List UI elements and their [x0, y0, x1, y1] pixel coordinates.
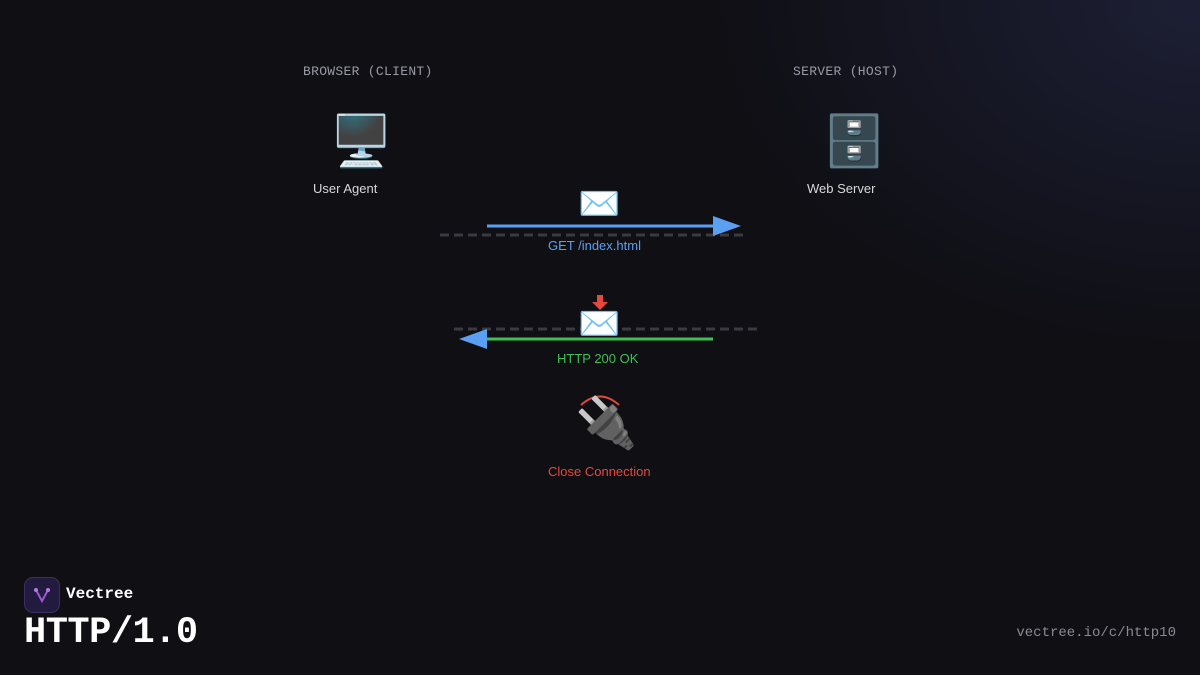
plug-icon: 🔌 [575, 394, 638, 452]
down-arrow-icon [592, 295, 608, 310]
request-label: GET /index.html [548, 238, 641, 253]
response-arrow-head [459, 329, 487, 349]
server-column-heading: SERVER (HOST) [793, 64, 899, 79]
close-signal-arc [580, 395, 620, 406]
brand-name: Vectree [66, 585, 134, 603]
request-arrow-head [713, 216, 741, 236]
vectree-logo [24, 577, 60, 613]
response-label: HTTP 200 OK [557, 351, 639, 366]
page-title: HTTP/1.0 [24, 612, 198, 654]
close-connection-label: Close Connection [548, 464, 651, 479]
client-node-label: User Agent [313, 181, 378, 196]
desktop-computer-icon: 🖥️ [330, 112, 393, 170]
vectree-logo-mark [34, 588, 50, 604]
server-node-label: Web Server [807, 181, 876, 196]
incoming-envelope-icon: ✉️ [578, 304, 621, 344]
client-column-heading: BROWSER (CLIENT) [303, 64, 433, 79]
footer-url[interactable]: vectree.io/c/http10 [1016, 625, 1176, 641]
envelope-icon: ✉️ [578, 184, 621, 224]
file-cabinet-icon: 🗄️ [823, 112, 886, 170]
